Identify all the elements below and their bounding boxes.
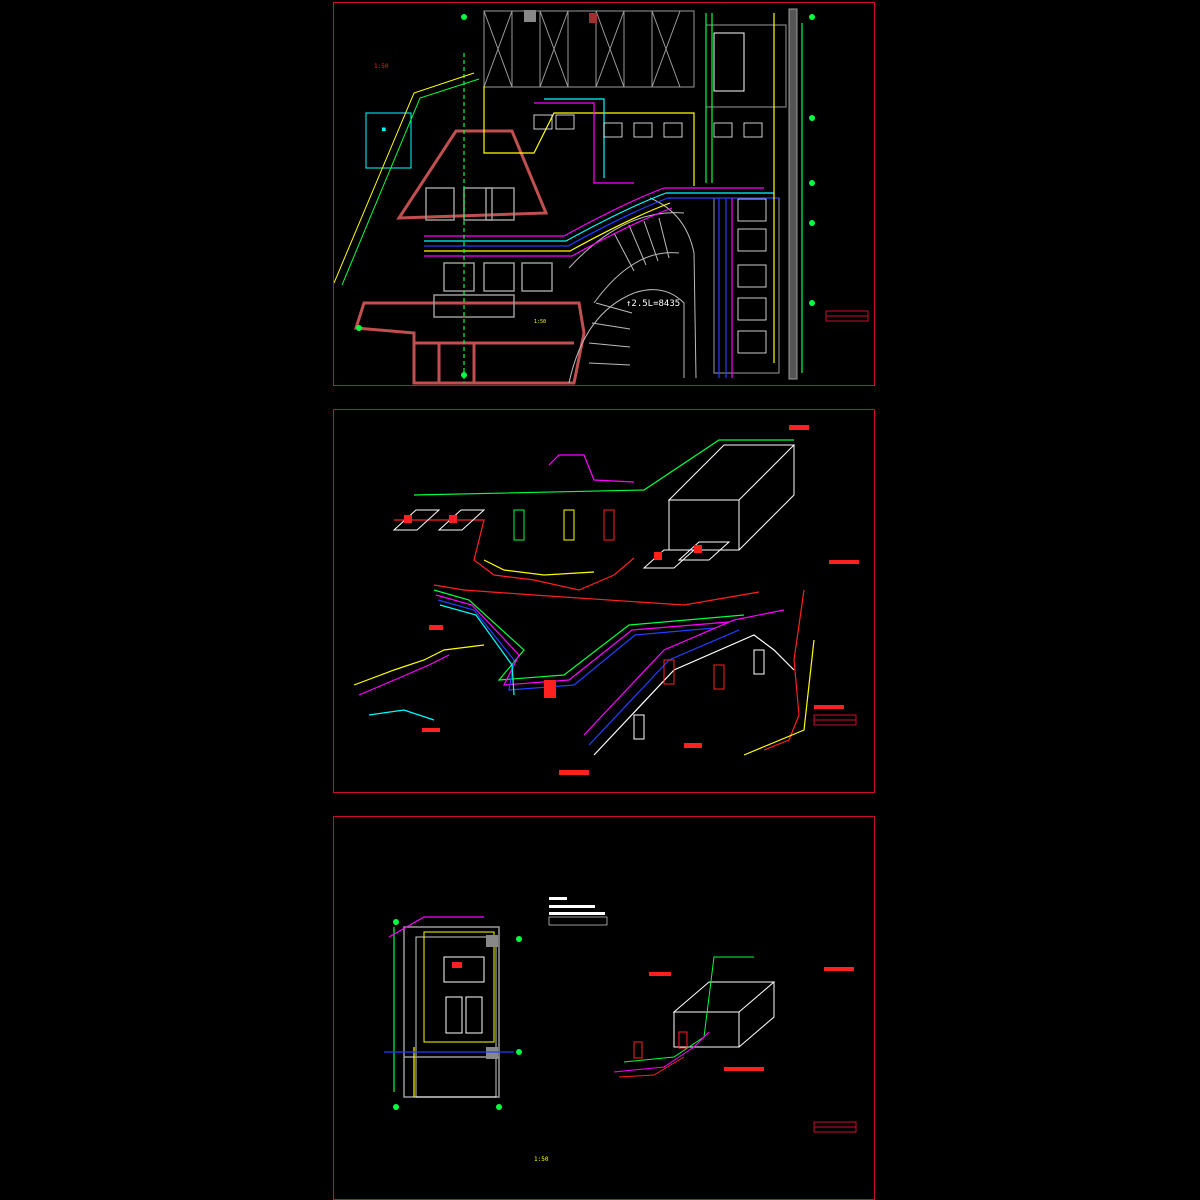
isometric-diagram (353, 425, 859, 775)
water-tank (667, 444, 796, 551)
floor-plan: ↑2.5L=8435 ■ (334, 8, 869, 385)
pump-cluster (533, 114, 763, 138)
drawing-title-note: 1:50 (374, 63, 389, 70)
plan-pipes (384, 916, 514, 1097)
grid-bubbles (356, 14, 815, 378)
stair-label: ↑2.5L=8435 (626, 299, 680, 309)
interior-walls (425, 187, 553, 318)
pump-room-plan (403, 926, 500, 1098)
column-marker (524, 10, 536, 22)
triangle-building (353, 129, 586, 385)
right-rooms (705, 8, 798, 380)
detail-plan: 1:50 (384, 897, 857, 1163)
room-label: 1:50 (534, 319, 546, 325)
drawing-scale-label: 1:50 (534, 1156, 549, 1163)
left-diagonal-pipe (334, 72, 480, 286)
plan-drawing-sheet: ↑2.5L=8435 ■ (333, 2, 875, 386)
column-marker (486, 1047, 498, 1059)
pipe-runs (424, 13, 803, 383)
red-labels (649, 967, 854, 1071)
equipment-bays (483, 10, 695, 88)
title-block (825, 310, 869, 322)
grid-bubbles (393, 919, 522, 1110)
fixtures (392, 509, 765, 740)
column-marker (589, 13, 597, 23)
isometric-pipes (353, 439, 815, 756)
left-equipment-box: ■ (365, 112, 412, 169)
iso-detail (613, 956, 776, 1078)
equipment-zone (423, 931, 495, 1043)
isometric-drawing-sheet (333, 409, 875, 793)
red-labels (422, 425, 859, 775)
curved-stair (568, 197, 697, 384)
cabinets (737, 198, 767, 354)
title-block (813, 1121, 857, 1133)
detail-drawing-sheet: 1:50 (333, 816, 875, 1200)
svg-text:■: ■ (382, 126, 386, 133)
column-marker (486, 935, 498, 947)
title-block (813, 714, 857, 726)
pump-units (443, 956, 485, 1034)
notes-block (548, 897, 608, 926)
